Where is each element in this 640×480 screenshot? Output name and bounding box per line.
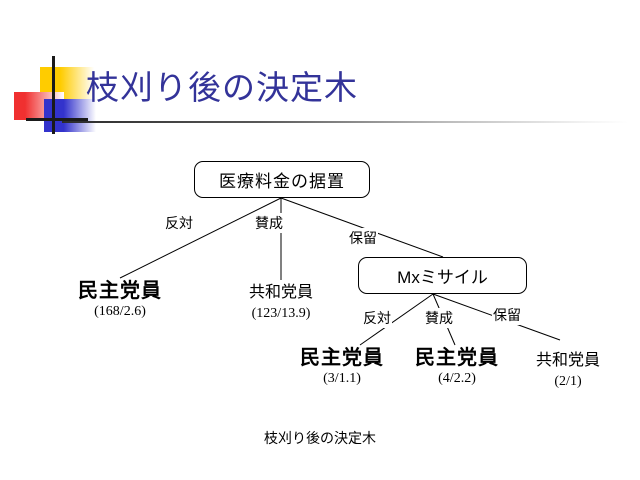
edge-label-root-left: 反対 [164, 213, 194, 233]
edge-label-mx-middle: 賛成 [424, 308, 454, 328]
tree-leaf-3-stats: (3/1.1) [323, 371, 361, 386]
tree-leaf-5[interactable]: 共和党員 (2/1) [518, 349, 618, 391]
tree-leaf-2-name: 共和党員 [248, 284, 313, 301]
tree-leaf-4-stats: (4/2.2) [438, 371, 476, 386]
edge-label-root-right: 保留 [348, 228, 378, 248]
tree-leaf-5-stats: (2/1) [554, 374, 582, 389]
tree-leaf-4-name: 民主党員 [415, 347, 499, 369]
decoration-vertical-line [52, 56, 55, 134]
edge-label-mx-right: 保留 [492, 305, 522, 325]
edge-label-root-middle: 賛成 [254, 213, 284, 233]
tree-node-root[interactable]: 医療料金の据置 [194, 161, 370, 198]
title-underline-rule [62, 121, 628, 123]
edge-mx-left [359, 293, 434, 346]
tree-leaf-3[interactable]: 民主党員 (3/1.1) [290, 346, 394, 388]
slide-caption: 枝刈り後の決定木 [264, 430, 376, 446]
tree-leaf-1[interactable]: 民主党員 (168/2.6) [50, 279, 190, 321]
page-title: 枝刈り後の決定木 [86, 69, 358, 106]
tree-node-mx-missile[interactable]: Mxミサイル [358, 257, 527, 294]
tree-leaf-3-name: 民主党員 [300, 347, 384, 369]
tree-leaf-5-name: 共和党員 [535, 352, 600, 369]
tree-leaf-2[interactable]: 共和党員 (123/13.9) [215, 281, 347, 323]
title-decoration-logo [14, 56, 98, 134]
tree-leaf-1-stats: (168/2.6) [94, 304, 146, 319]
edge-root-left [119, 197, 282, 279]
tree-node-root-label: 医療料金の据置 [219, 172, 345, 191]
decoration-horizontal-line [26, 118, 88, 121]
tree-node-mx-missile-label: Mxミサイル [397, 268, 488, 287]
tree-leaf-2-stats: (123/13.9) [251, 306, 311, 321]
tree-leaf-1-name: 民主党員 [78, 280, 162, 302]
tree-leaf-4[interactable]: 民主党員 (4/2.2) [405, 346, 509, 388]
edge-label-mx-left: 反対 [362, 308, 392, 328]
edge-root-right [280, 197, 444, 258]
